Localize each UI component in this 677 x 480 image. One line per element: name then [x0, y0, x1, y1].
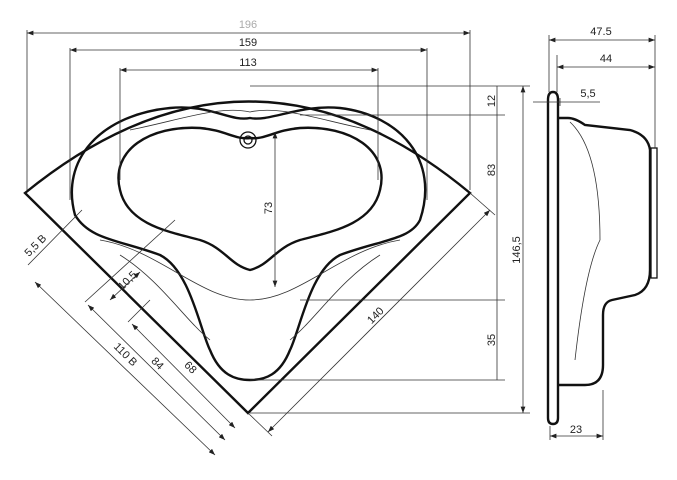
top-view: 196 159 113 12 83 35 146,5 73 140 5,5 B … — [23, 19, 530, 456]
side-profile-rim — [546, 90, 560, 426]
dim-rim-thickness: 5,5 — [580, 88, 595, 100]
dim-basin-depth-back: 83 — [486, 164, 498, 176]
dim-side-b: 110 B — [111, 341, 139, 369]
dim-overall-depth: 146,5 — [511, 236, 523, 264]
dim-edge-b: 5,5 B — [23, 233, 50, 260]
tub-outline — [23, 100, 472, 415]
basin — [117, 126, 383, 272]
dim-rim-offset: 12 — [486, 95, 498, 107]
dim-basin-width: 113 — [239, 57, 257, 69]
dim-basin-height: 73 — [263, 202, 275, 214]
dim-side-length: 140 — [365, 305, 386, 326]
side-inner-line — [569, 121, 601, 361]
dim-overall-width: 196 — [239, 19, 257, 31]
backrest-line — [129, 109, 371, 131]
armrest-left — [119, 254, 211, 341]
dim-overall-height: 47.5 — [590, 26, 611, 38]
dim-front-depth: 35 — [486, 334, 498, 346]
dim-base-width: 23 — [570, 424, 582, 436]
dim-inner-width: 159 — [239, 37, 257, 49]
dim-seat-offset: 10,5 — [116, 269, 140, 293]
side-panel — [650, 147, 658, 279]
dim-inner-height: 44 — [600, 53, 612, 65]
drain-icon — [239, 131, 257, 149]
side-profile-body — [558, 116, 652, 387]
dim-inner-side: 84 — [149, 355, 166, 372]
side-view: 47.5 44 5,5 23 — [533, 26, 658, 440]
